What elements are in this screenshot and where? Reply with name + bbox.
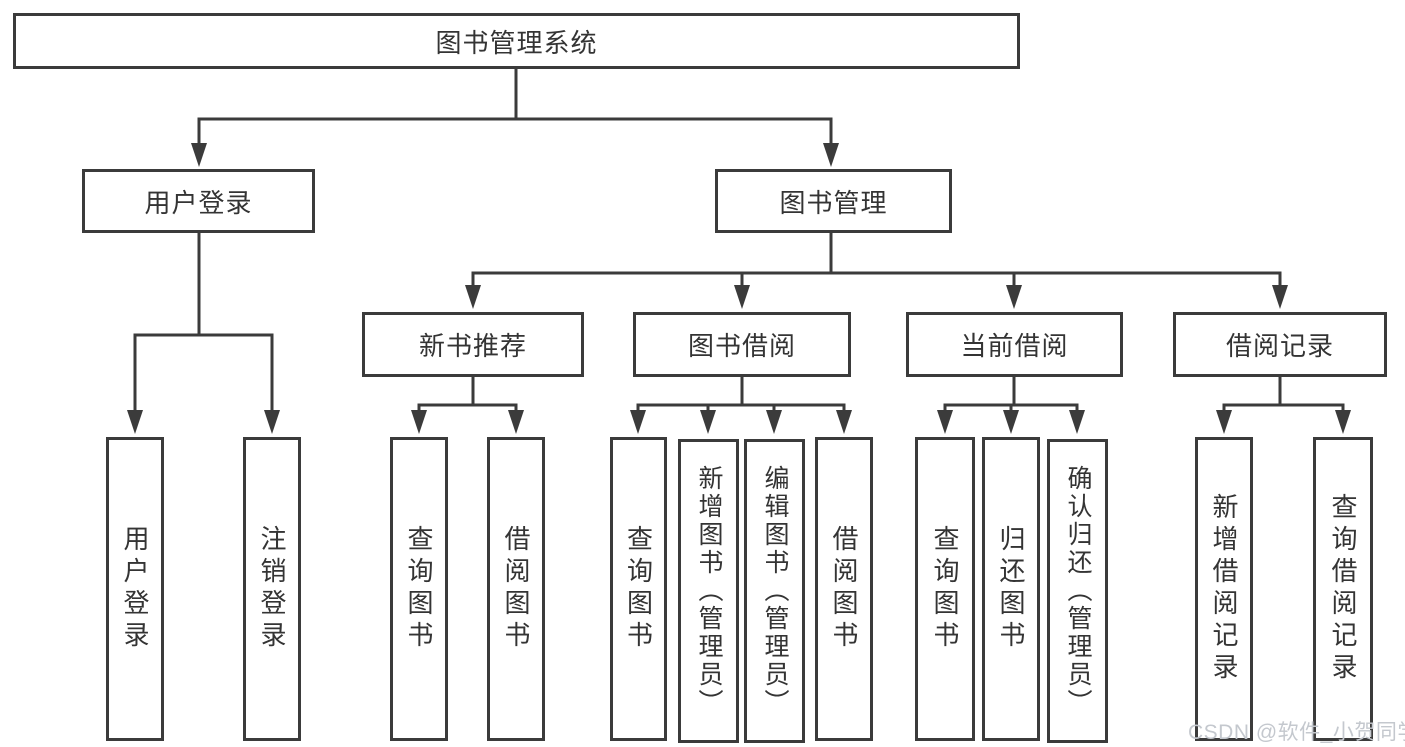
leaf-edit-book-admin-label: 编辑图书（管理员） (761, 465, 789, 717)
node-user-login-label: 用户登录 (144, 187, 253, 218)
node-book-borrow: 图书借阅 (633, 312, 851, 377)
edge-root-to-level2 (197, 68, 833, 146)
leaf-query-book-recommend: 查询图书 (390, 437, 448, 741)
node-root: 图书管理系统 (13, 13, 1020, 69)
node-current-borrow-label: 当前借阅 (960, 331, 1069, 361)
leaf-add-borrow-record: 新增借阅记录 (1195, 437, 1253, 741)
node-new-book-recommend: 新书推荐 (362, 312, 584, 377)
leaf-add-borrow-record-label: 新增借阅记录 (1209, 493, 1239, 685)
leaf-return-book: 归还图书 (982, 437, 1040, 741)
leaf-confirm-return-admin: 确认归还（管理员） (1047, 439, 1108, 743)
leaf-add-book-admin: 新增图书（管理员） (678, 439, 739, 743)
leaf-query-borrow-record-label: 查询借阅记录 (1328, 493, 1358, 685)
leaf-query-book-recommend-label: 查询图书 (404, 525, 434, 653)
node-borrow-records-label: 借阅记录 (1225, 331, 1334, 361)
leaf-query-borrow-record: 查询借阅记录 (1313, 437, 1373, 741)
node-book-management: 图书管理 (715, 169, 952, 233)
leaf-add-book-admin-label: 新增图书（管理员） (695, 465, 723, 717)
edge-book-borrow-to-leaves (636, 377, 846, 413)
leaf-logout-login: 注销登录 (243, 437, 301, 741)
node-book-management-label: 图书管理 (779, 187, 888, 218)
edge-book-management-to-level3 (471, 233, 1282, 288)
leaf-borrow-book-borrow: 借阅图书 (815, 437, 873, 741)
edge-new-book-recommend-to-leaves (417, 377, 518, 413)
leaf-query-book-borrow: 查询图书 (610, 437, 667, 741)
leaf-logout-login-label: 注销登录 (257, 525, 287, 653)
node-book-borrow-label: 图书借阅 (687, 331, 796, 361)
leaf-borrow-book-recommend: 借阅图书 (487, 437, 545, 741)
edge-user-login-to-leaves (133, 233, 274, 412)
leaf-edit-book-admin: 编辑图书（管理员） (744, 439, 805, 743)
node-user-login: 用户登录 (82, 169, 315, 233)
leaf-return-book-label: 归还图书 (996, 525, 1026, 653)
node-new-book-recommend-label: 新书推荐 (418, 331, 527, 361)
edge-current-borrow-to-leaves (943, 377, 1079, 413)
leaf-confirm-return-admin-label: 确认归还（管理员） (1064, 465, 1092, 717)
node-borrow-records: 借阅记录 (1173, 312, 1387, 377)
leaf-query-book-borrow-label: 查询图书 (623, 525, 654, 653)
leaf-query-book-current: 查询图书 (915, 437, 975, 741)
leaf-user-login: 用户登录 (106, 437, 164, 741)
leaf-borrow-book-borrow-label: 借阅图书 (829, 525, 859, 653)
node-root-label: 图书管理系统 (435, 27, 598, 58)
leaf-borrow-book-recommend-label: 借阅图书 (501, 525, 531, 653)
leaf-user-login-label: 用户登录 (120, 525, 150, 653)
csdn-watermark: CSDN @软件_小贺同学 (1188, 721, 1405, 744)
edge-borrow-records-to-leaves (1222, 377, 1345, 413)
node-current-borrow: 当前借阅 (906, 312, 1123, 377)
leaf-query-book-current-label: 查询图书 (930, 525, 960, 653)
